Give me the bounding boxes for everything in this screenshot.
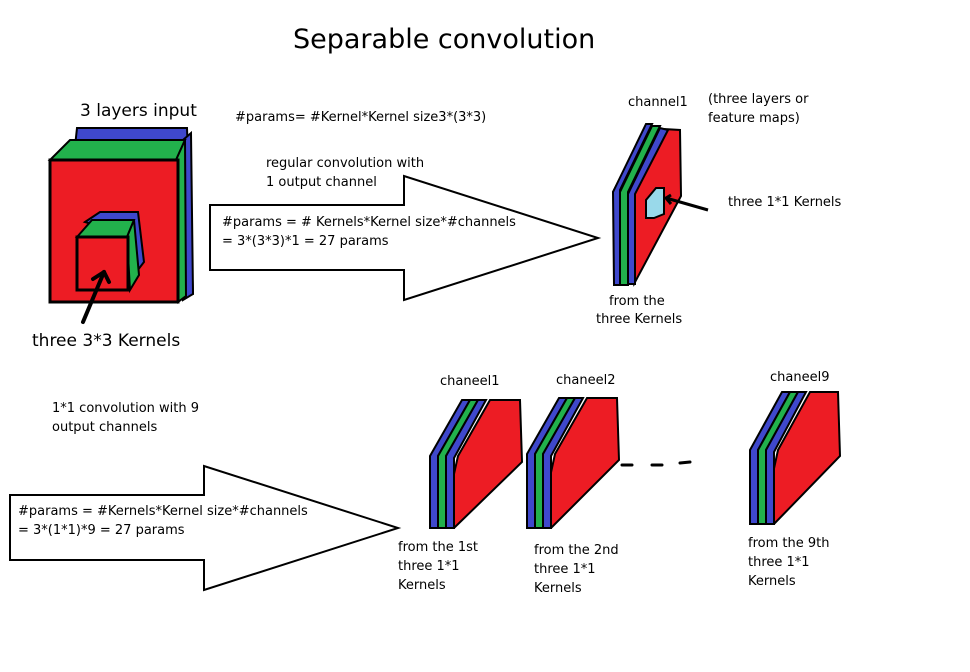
output1-from-line1: from the 1st	[398, 540, 478, 555]
output-slab-9	[749, 391, 842, 525]
output9-from-line3: Kernels	[748, 574, 796, 589]
channel1-slab	[611, 123, 709, 287]
output2-label: chaneel2	[556, 373, 616, 388]
arrow1-formula-line2: = 3*(3*3)*1 = 27 params	[222, 234, 389, 249]
channel1-from-line1: from the	[609, 294, 665, 309]
slab1-blue-back	[445, 399, 488, 529]
diagram-title: Separable convolution	[293, 24, 596, 55]
channel1-kernels-label: three 1*1 Kernels	[728, 195, 842, 210]
arrow2-formula-line1: #params = #Kernels*Kernel size*#channels	[18, 504, 308, 519]
input-cube	[47, 127, 195, 304]
arrow2-caption-line1: 1*1 convolution with 9	[52, 401, 200, 416]
output-slab-2	[526, 397, 621, 529]
regular-conv-arrow	[209, 174, 602, 302]
kernel-3x3-cube	[74, 211, 146, 294]
channel1-note-line2: feature maps)	[708, 111, 800, 126]
pointwise-conv-arrow	[9, 464, 402, 592]
kernel-red-face	[75, 235, 130, 292]
output1-from-line2: three 1*1	[398, 559, 460, 574]
arrow1-caption-line1: regular convolution with	[266, 156, 425, 171]
kernel-label: three 3*3 Kernels	[32, 331, 181, 351]
arrow1-caption-line2: 1 output channel	[266, 175, 377, 190]
channel1-kernel-pointer	[665, 196, 709, 212]
arrow1-formula-line1: #params = # Kernels*Kernel size*#channel…	[222, 215, 516, 230]
channel1-from-line2: three Kernels	[596, 312, 683, 327]
output2-from-line1: from the 2nd	[534, 543, 619, 558]
params-formula-top: #params= #Kernel*Kernel size3*(3*3)	[235, 110, 487, 125]
input-label: 3 layers input	[80, 101, 197, 121]
kernel-pointer-arrow	[81, 270, 111, 324]
channel1-kernel-pointer-head	[663, 193, 673, 205]
input-green-top	[47, 139, 187, 161]
channel1-1x1-kernel	[645, 187, 665, 219]
output9-from-line1: from the 9th	[748, 536, 830, 551]
output9-label: chaneel9	[770, 370, 830, 385]
channel1-blue-back	[627, 126, 670, 285]
output2-from-line3: Kernels	[534, 581, 582, 596]
arrow2-caption-line2: output channels	[52, 420, 158, 435]
output1-from-line3: Kernels	[398, 578, 446, 593]
arrow2-formula-line2: = 3*(1*1)*9 = 27 params	[18, 523, 185, 538]
slab2-blue-back	[542, 397, 585, 529]
ellipsis-dashes	[620, 460, 692, 467]
output1-label: chaneel1	[440, 374, 500, 389]
channel1-note-line1: (three layers or	[708, 92, 809, 107]
channel1-label: channel1	[628, 95, 688, 110]
output9-from-line2: three 1*1	[748, 555, 810, 570]
slab9-blue-back	[765, 391, 808, 525]
output-slab-1	[429, 399, 524, 529]
output2-from-line2: three 1*1	[534, 562, 596, 577]
